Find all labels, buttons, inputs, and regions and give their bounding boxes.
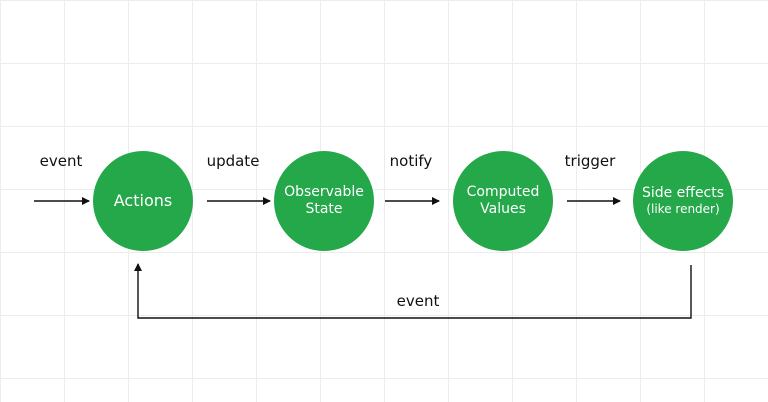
node-side-effects-line-1: Side effects (641, 184, 725, 201)
node-observable-state: Observable State (274, 151, 374, 251)
node-side-effects: Side effects (like render) (633, 151, 733, 251)
edge-label-trigger: trigger (564, 152, 616, 170)
edge-label-notify: notify (389, 152, 433, 170)
node-observable-state-line-2: State (305, 201, 343, 217)
edge-label-event-feedback: event (396, 292, 440, 310)
edge-label-update: update (206, 152, 260, 170)
node-computed-values-line-1: Computed (466, 183, 540, 200)
arrow-feedback-event (134, 263, 692, 319)
node-computed-values-line-2: Values (480, 201, 526, 217)
node-actions-label: Actions (113, 191, 173, 210)
node-actions: Actions (93, 151, 193, 251)
edge-label-event-in: event (39, 152, 83, 170)
node-observable-state-line-1: Observable (284, 183, 364, 200)
node-computed-values: Computed Values (453, 151, 553, 251)
node-side-effects-line-2: (like render) (646, 202, 720, 217)
